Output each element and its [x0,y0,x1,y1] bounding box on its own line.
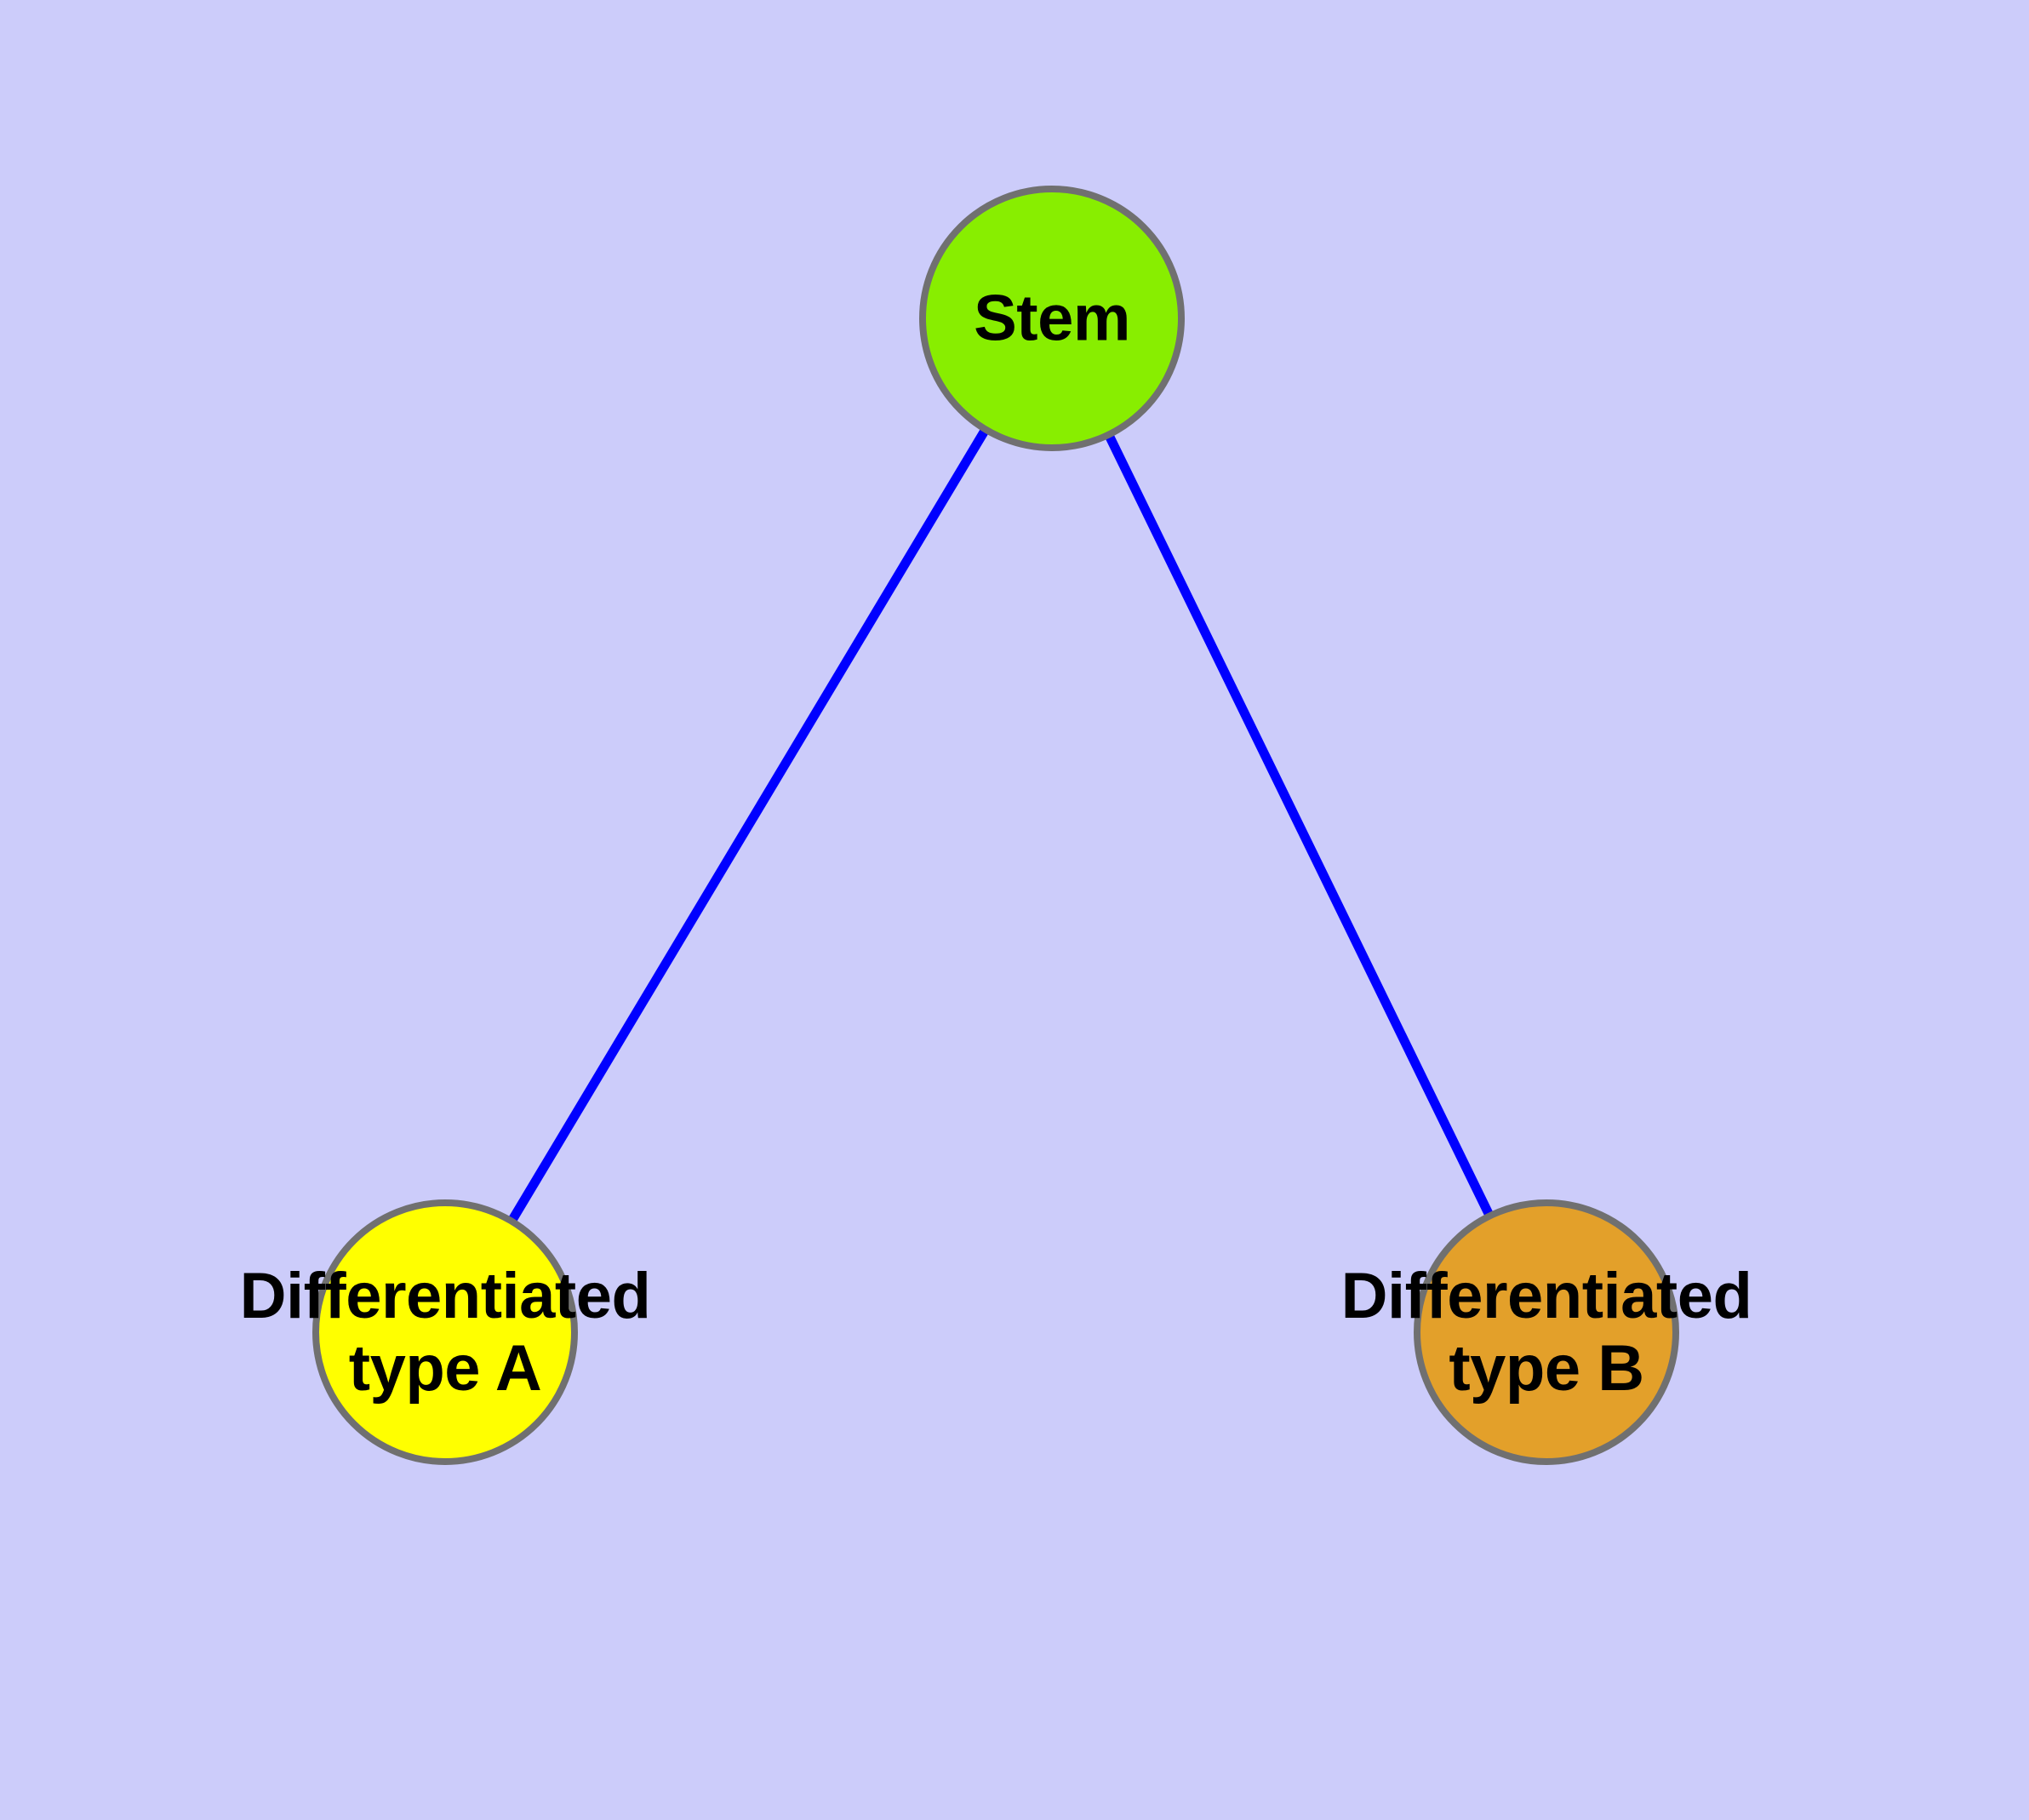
nodes-layer [312,186,1679,1465]
node-diff-b[interactable] [1414,1199,1679,1465]
node-stem[interactable] [919,186,1185,451]
node-diff-a[interactable] [312,1199,578,1465]
edge-stem-to-diff-a[interactable] [441,316,1056,1335]
edges-layer [441,316,1551,1335]
edge-stem-to-diff-b[interactable] [1048,316,1551,1335]
